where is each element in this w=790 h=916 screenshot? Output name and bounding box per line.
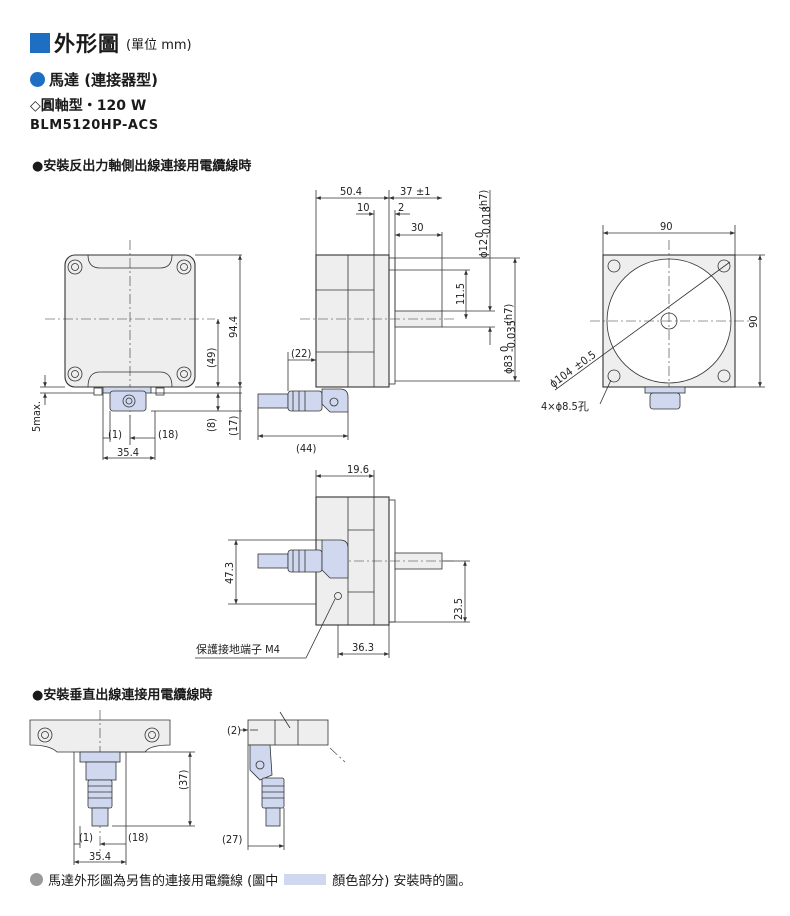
- section-title-parallel: ●安裝反出力軸側出線連接用電纜線時: [32, 159, 252, 174]
- dim-shaft-fit: (h7): [477, 190, 490, 210]
- dim-30: 30: [411, 221, 424, 234]
- side-view: [257, 190, 520, 440]
- dim-23-5: 23.5: [452, 598, 465, 620]
- dim-11-5: 11.5: [454, 283, 467, 305]
- dim-37-tol: ±1: [416, 185, 431, 198]
- pcd-group: ϕ104 ±0.5: [547, 348, 598, 390]
- dim-22: (22): [291, 347, 311, 360]
- dim-5max: 5max.: [30, 401, 43, 432]
- front-view: [40, 240, 242, 460]
- vdim-27: (27): [222, 833, 242, 846]
- vdim-35-4: 35.4: [89, 850, 111, 863]
- dim-90-side: 90: [747, 315, 760, 328]
- drawing-lines: [29, 190, 765, 865]
- dim-50-4: 50.4: [340, 185, 362, 198]
- shaft-type-label: ◇圓軸型・120 W: [30, 98, 147, 114]
- vdim-37: (37): [177, 770, 190, 790]
- dim-pilot-fit: (h7): [502, 304, 515, 324]
- dim-35-4: 35.4: [117, 446, 139, 459]
- dim-pcd-tol: ±0.5: [571, 348, 598, 373]
- vertical-front-view: [29, 710, 195, 865]
- dim-44: (44): [296, 442, 316, 455]
- dim-pilot-dia: ϕ83: [502, 355, 515, 374]
- dim-2: 2: [398, 201, 404, 214]
- motor-type-label: 馬達 (連接器型): [49, 71, 158, 89]
- vdim-2: (2): [227, 724, 241, 737]
- gray-dot-icon: [30, 873, 43, 886]
- cable-color-swatch: [284, 874, 327, 885]
- dim-37: 37: [400, 185, 413, 198]
- dim-pilot-tol-zero: 0: [498, 346, 511, 352]
- top-view: [195, 470, 470, 659]
- dim-shaft-tol-zero: 0: [473, 232, 486, 238]
- dim-49: (49): [205, 348, 218, 368]
- ground-terminal-label: 保護接地端子 M4: [196, 642, 280, 656]
- dim-18: (18): [158, 428, 178, 441]
- footnote-post: 顏色部分) 安裝時的圖。: [332, 874, 472, 889]
- page-title: 外形圖: [54, 32, 120, 56]
- dim-17: (17): [227, 416, 240, 436]
- blue-dot-icon: [30, 72, 45, 87]
- dim-90-top: 90: [660, 220, 673, 233]
- dim-shaft-dia: ϕ12: [477, 239, 490, 258]
- dim-pcd: ϕ104: [547, 365, 575, 390]
- dim-1: (1): [108, 428, 122, 441]
- unit-label: (單位 mm): [126, 37, 192, 53]
- footnote-pre: 馬達外形圖為另售的連接用電纜線 (圖中: [48, 874, 279, 889]
- page-header: 外形圖 (單位 mm): [30, 28, 192, 58]
- dimension-labels: 50.4 37 ±1 10 2 30 ϕ12 0 -0.018 (h7) 11.…: [30, 185, 760, 863]
- dim-holes: 4×ϕ8.5孔: [541, 400, 589, 413]
- dim-94-4: 94.4: [227, 316, 240, 338]
- vdim-1: (1): [79, 831, 93, 844]
- dim-47-3: 47.3: [223, 562, 236, 584]
- dim-36-3: 36.3: [352, 641, 374, 654]
- shaft-dia-group: ϕ12 0 -0.018 (h7): [473, 190, 493, 258]
- motor-type-heading: 馬達 (連接器型): [30, 69, 158, 90]
- dim-pilot-tol: -0.035: [505, 320, 518, 352]
- dim-8: (8): [205, 418, 218, 432]
- vdim-18: (18): [128, 831, 148, 844]
- footnote: 馬達外形圖為另售的連接用電纜線 (圖中 顏色部分) 安裝時的圖。: [30, 870, 471, 889]
- model-number: BLM5120HP-ACS: [30, 118, 159, 133]
- section-title-vertical: ●安裝垂直出線連接用電纜線時: [32, 688, 213, 703]
- dim-shaft-tol: -0.018: [480, 206, 493, 238]
- vertical-side-view: [240, 711, 346, 850]
- pilot-dia-group: ϕ83 0 -0.035 (h7): [498, 304, 518, 374]
- dim-19-6: 19.6: [347, 463, 369, 476]
- blue-square-icon: [30, 33, 50, 53]
- dim-10: 10: [357, 201, 370, 214]
- flange-view: [554, 225, 765, 410]
